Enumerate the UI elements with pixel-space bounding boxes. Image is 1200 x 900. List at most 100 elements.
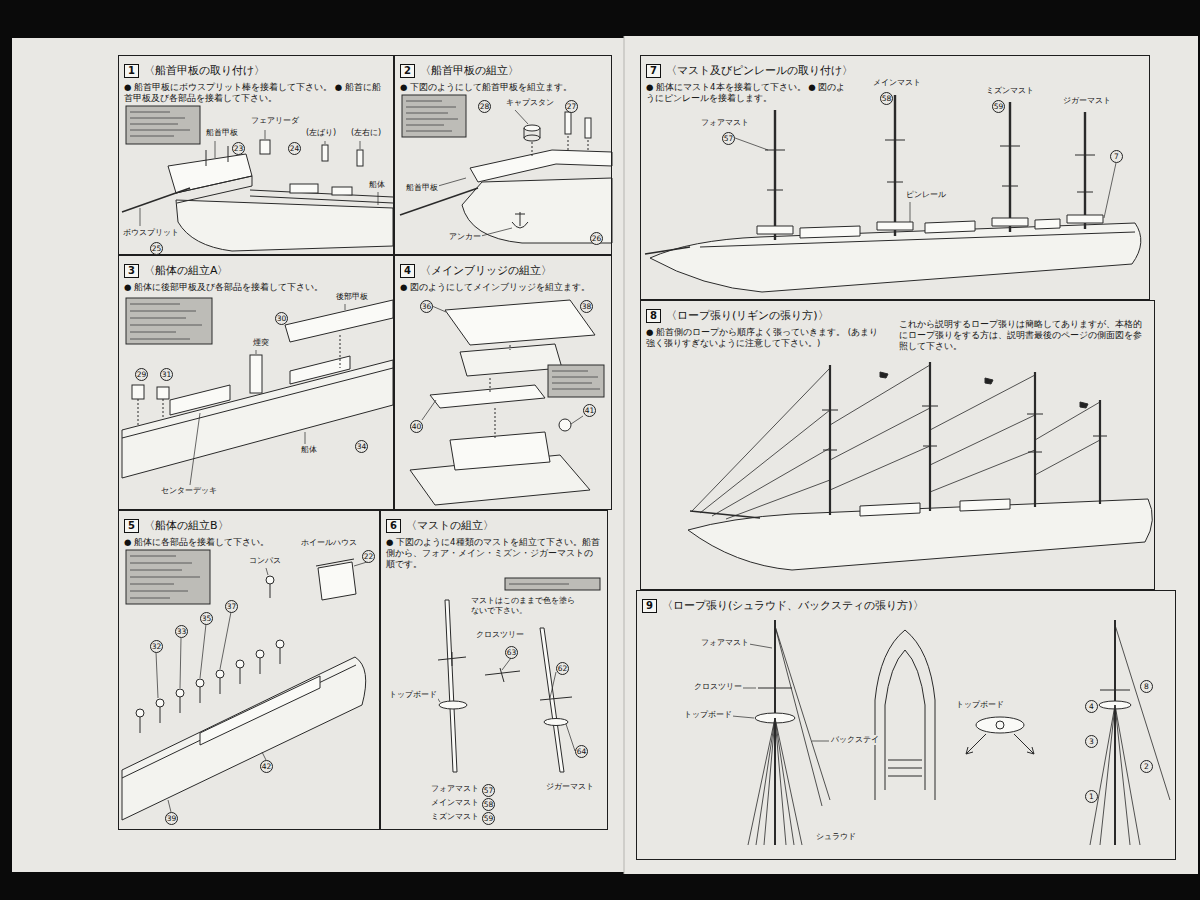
callout-number: 62	[556, 662, 569, 675]
part-label: センターデッキ	[160, 486, 218, 496]
callout-number: 57	[482, 784, 495, 797]
part-label: 船首甲板	[205, 128, 239, 138]
part-label: ミズンマスト	[985, 86, 1035, 96]
callout-number: 58	[482, 798, 495, 811]
instruction-text: ● 船首側のロープから順序よく張っていきます。 (あまり強く張りすぎないように注…	[646, 327, 886, 349]
instruction-text: これから説明するロープ張りは簡略してありますが、本格的にロープ張りをする方は、説…	[899, 319, 1149, 352]
part-label: トップボード	[388, 690, 438, 700]
part-label: トップボード	[683, 710, 733, 720]
callout-number: 31	[160, 368, 173, 381]
callout-number: 42	[260, 760, 273, 773]
part-label: コンパス	[248, 556, 282, 566]
callout-number: 26	[590, 232, 603, 245]
part-label: フォアマスト	[700, 638, 750, 648]
callout-number: 25	[150, 242, 163, 255]
step-heading: 〈マストの組立〉	[405, 519, 495, 533]
step-number: 2	[400, 64, 415, 78]
part-label: フォアマスト	[700, 118, 750, 128]
callout-number: 64	[575, 745, 588, 758]
part-label: 船首甲板	[405, 183, 439, 193]
part-label: メインマスト	[430, 798, 480, 808]
instruction-text: ● 船体にマスト4本を接着して下さい。 ● 図のようにピンレールを接着します。	[646, 82, 846, 104]
step-heading: 〈ロープ張り(リギンの張り方)〉	[665, 309, 830, 323]
step-panel: 2 〈船首甲板の組立〉 ● 下図のようにして船首甲板を組立ます。	[394, 55, 612, 255]
callout-number: 37	[225, 600, 238, 613]
step-number: 7	[646, 64, 661, 78]
part-label: 船体	[300, 445, 318, 455]
callout-number: 29	[135, 368, 148, 381]
part-label: メインマスト	[872, 78, 922, 88]
part-label: ジガーマスト	[545, 782, 595, 792]
part-label: 後部甲板	[335, 292, 369, 302]
part-label: アンカー	[448, 232, 482, 242]
callout-number: 24	[288, 142, 301, 155]
step-number: 4	[400, 264, 415, 278]
callout-number: 57	[722, 132, 735, 145]
instruction-text: ● 下図のように4種類のマストを組立て下さい。船首側から、フォア・メイン・ミズン…	[386, 537, 601, 570]
part-label: マストはこのままで色を塗らないで下さい。	[470, 596, 582, 616]
instruction-text: ● 船首甲板にボウスプリット棒を接着して下さい。 ● 船首に船首甲板及び各部品を…	[124, 82, 386, 104]
part-label: フォアマスト	[430, 784, 480, 794]
callout-number: 38	[580, 300, 593, 313]
step-panel: 8 〈ロープ張り(リギンの張り方)〉 ● 船首側のロープから順序よく張っていきます。…	[640, 300, 1155, 590]
part-label: トップボード	[955, 700, 1005, 710]
callout-number: 2	[1140, 760, 1153, 773]
callout-number: 7	[1110, 150, 1123, 163]
step-heading: 〈ロープ張り(シュラウド、バックスティの張り方)〉	[661, 599, 925, 613]
part-label: クロスツリー	[693, 682, 743, 692]
callout-number: 59	[482, 812, 495, 825]
step-heading: 〈メインブリッジの組立〉	[419, 264, 553, 278]
callout-number: 41	[583, 404, 596, 417]
callout-number: 32	[150, 640, 163, 653]
step-number: 1	[124, 64, 139, 78]
step-number: 8	[646, 309, 661, 323]
step-heading: 〈船首甲板の組立〉	[419, 64, 520, 78]
step-heading: 〈船体の組立B〉	[143, 519, 230, 533]
part-label: ミズンマスト	[430, 812, 480, 822]
callout-number: 63	[505, 646, 518, 659]
instruction-text: ● 下図のようにして船首甲板を組立ます。	[400, 82, 605, 93]
callout-number: 35	[200, 612, 213, 625]
callout-number: 3	[1085, 735, 1098, 748]
callout-number: 4	[1085, 700, 1098, 713]
part-label: ボウスプリット	[122, 228, 180, 238]
callout-number: 23	[232, 142, 245, 155]
step-panel: 1 〈船首甲板の取り付け〉 ● 船首甲板にボウスプリット棒を接着して下さい。 ● 船…	[118, 55, 394, 255]
step-heading: 〈船体の組立A〉	[143, 264, 230, 278]
callout-number: 22	[362, 550, 375, 563]
callout-number: 27	[565, 100, 578, 113]
step-panel: 9 〈ロープ張り(シュラウド、バックスティの張り方)〉	[636, 590, 1176, 860]
callout-number: 8	[1140, 680, 1153, 693]
callout-number: 40	[410, 420, 423, 433]
part-label: フェアリーダ	[250, 116, 300, 126]
callout-number: 39	[165, 812, 178, 825]
step-heading: 〈マスト及びピンレールの取り付け〉	[665, 64, 854, 78]
callout-number: 1	[1085, 790, 1098, 803]
callout-number: 28	[478, 100, 491, 113]
part-label: シュラウド	[815, 832, 857, 842]
part-label: (左ばり)	[305, 128, 337, 138]
callout-number: 33	[175, 625, 188, 638]
callout-number: 59	[992, 100, 1005, 113]
step-number: 5	[124, 519, 139, 533]
callout-number: 30	[275, 312, 288, 325]
step-number: 3	[124, 264, 139, 278]
callout-number: 58	[880, 92, 893, 105]
part-label: (左右に)	[350, 128, 382, 138]
step-heading: 〈船首甲板の取り付け〉	[143, 64, 266, 78]
step-panel: 7 〈マスト及びピンレールの取り付け〉 ● 船体にマスト4本を接着して下さい。 ● …	[640, 55, 1150, 300]
part-label: ホイールハウス	[300, 538, 358, 548]
part-label: クロスツリー	[475, 630, 525, 640]
callout-number: 34	[355, 440, 368, 453]
part-label: 船体	[368, 180, 386, 190]
instruction-text: ● 図のようにしてメインブリッジを組立ます。	[400, 282, 605, 293]
step-number: 9	[642, 599, 657, 613]
part-label: ピンレール	[905, 190, 947, 200]
step-panel: 4 〈メインブリッジの組立〉 ● 図のようにしてメインブリッジを組立ます。	[394, 255, 612, 510]
part-label: キャプスタン	[505, 98, 555, 108]
step-number: 6	[386, 519, 401, 533]
callout-number: 36	[420, 300, 433, 313]
part-label: ジガーマスト	[1062, 96, 1112, 106]
